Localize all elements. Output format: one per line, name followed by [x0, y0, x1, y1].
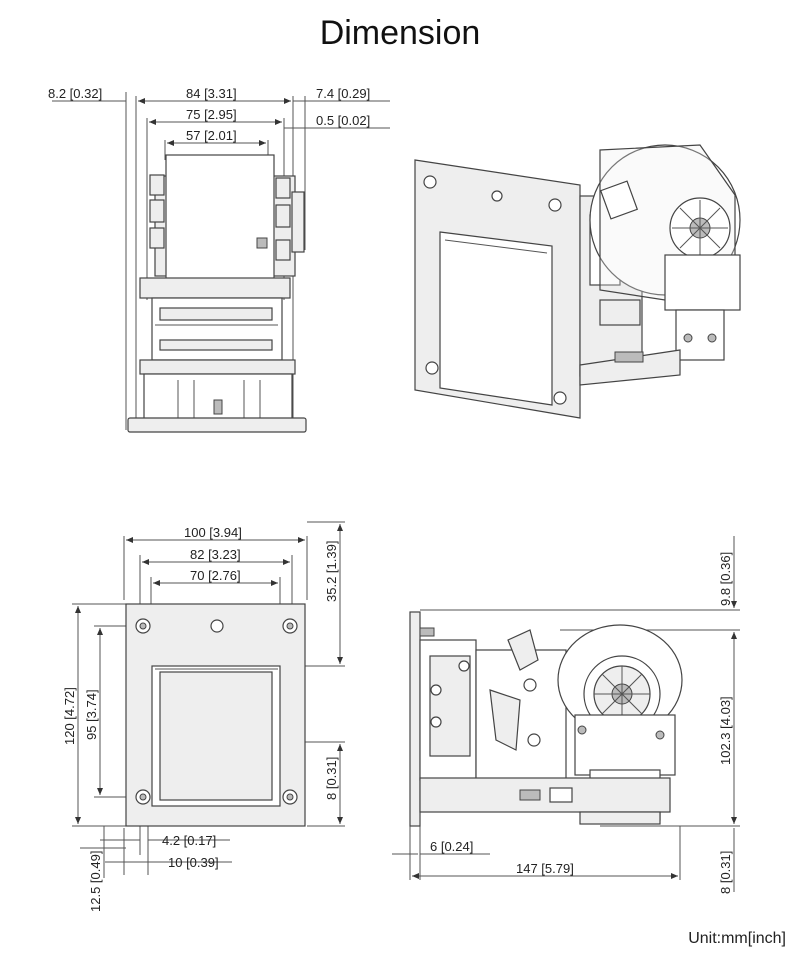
page-title: Dimension [319, 14, 481, 52]
bezel-dim-35-2: 35.2 [1.39] [324, 541, 339, 602]
front-view [52, 92, 390, 433]
front-dim-7-4: 7.4 [0.29] [316, 86, 370, 101]
front-dim-8-2: 8.2 [0.32] [48, 86, 102, 101]
bezel-dim-100: 100 [3.94] [184, 525, 242, 540]
unit-label: Unit:mm[inch] [688, 930, 786, 947]
bezel-view [72, 521, 345, 878]
front-dim-75: 75 [2.95] [186, 107, 237, 122]
bezel-dim-10: 10 [0.39] [168, 855, 219, 870]
side-dim-6: 6 [0.24] [430, 839, 473, 854]
front-dim-84: 84 [3.31] [186, 86, 237, 101]
side-dim-9-8: 9.8 [0.36] [718, 552, 733, 606]
bezel-dim-70: 70 [2.76] [190, 568, 241, 583]
side-view [392, 536, 740, 892]
side-dim-102-3: 102.3 [4.03] [718, 696, 733, 765]
front-dim-0-5: 0.5 [0.02] [316, 113, 370, 128]
bezel-dim-8: 8 [0.31] [324, 757, 339, 800]
bezel-dim-82: 82 [3.23] [190, 547, 241, 562]
bezel-dim-95: 95 [3.74] [84, 689, 99, 740]
bezel-dim-120: 120 [4.72] [62, 687, 77, 745]
side-dim-147: 147 [5.79] [516, 861, 574, 876]
front-dim-57: 57 [2.01] [186, 128, 237, 143]
bezel-dim-12-5: 12.5 [0.49] [88, 851, 103, 912]
bezel-dim-4-2: 4.2 [0.17] [162, 833, 216, 848]
side-dim-8: 8 [0.31] [718, 851, 733, 894]
isometric-view [414, 144, 741, 419]
